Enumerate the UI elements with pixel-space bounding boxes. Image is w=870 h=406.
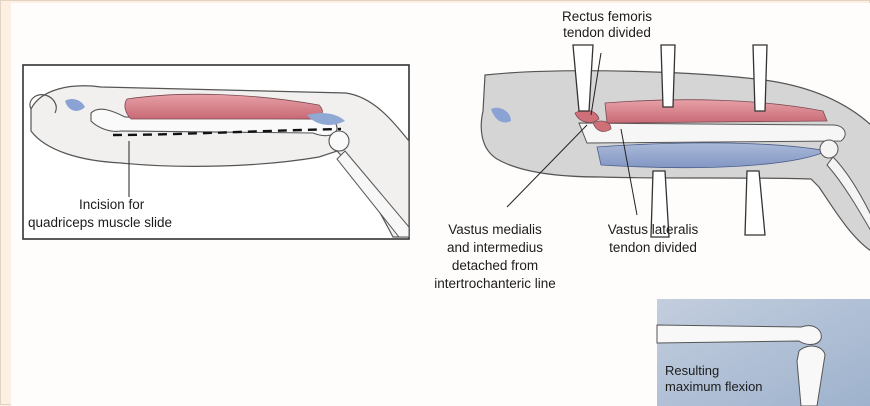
incision-label-line2: quadriceps muscle slide	[28, 215, 172, 231]
incision-label-line1: Incision for	[79, 197, 144, 213]
result-label-line2: maximum flexion	[665, 379, 763, 395]
vastus-medialis-label-line3: detached from	[413, 258, 577, 274]
rectus-label-line2: tendon divided	[545, 25, 669, 41]
vastus-medialis-label-line4: intertrochanteric line	[409, 276, 581, 292]
vastus-lateralis-label-line1: Vastus lateralis	[591, 222, 715, 238]
vastus-lateralis-label-line2: tendon divided	[591, 240, 715, 256]
right-panel	[481, 45, 870, 251]
rectus-label-line1: Rectus femoris	[545, 9, 669, 25]
vastus-medialis-label-line2: and intermedius	[413, 240, 577, 256]
vastus-medialis-label-line1: Vastus medialis	[413, 222, 577, 238]
result-label-line1: Resulting	[665, 363, 719, 379]
